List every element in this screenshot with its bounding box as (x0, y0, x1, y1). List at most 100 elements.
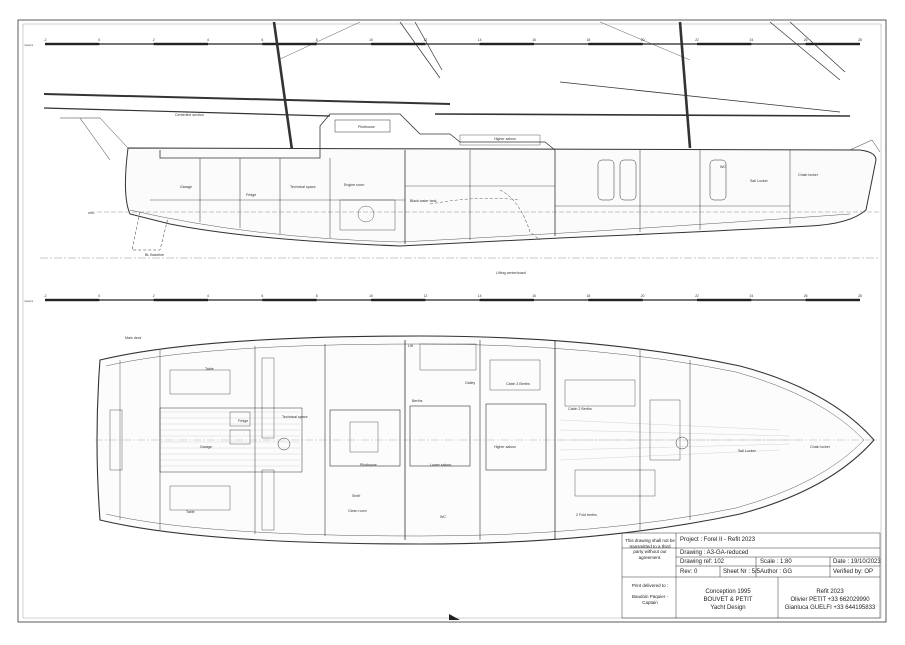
drawing-rev: Rev: 0 (680, 569, 698, 575)
label-pilothouse: Pilothouse (358, 125, 375, 129)
ruler-segment (45, 298, 100, 302)
ruler-segment (805, 298, 860, 302)
ruler-tick-label: 24 (749, 38, 753, 42)
side-profile (40, 21, 881, 259)
ruler-tick-label: 18 (586, 294, 590, 298)
ruler-segment (371, 42, 426, 46)
drawing-author: Author : GG (760, 569, 793, 575)
label-plan-galley: Galley (465, 381, 475, 385)
drawing-verified: Verified by: OP (833, 569, 874, 575)
sheet-frame (17, 19, 887, 623)
ruler-tick-label: 28 (858, 294, 862, 298)
studio-name: Yacht Design (710, 605, 746, 611)
title-block-frame (621, 532, 881, 619)
designer-name: BOUVET & PETIT (703, 597, 753, 603)
ruler-tick-label: 22 (695, 294, 699, 298)
refit-year: Refit 2023 (816, 589, 844, 595)
ruler-tick-label: 14 (478, 294, 482, 298)
conception-year: Conception 1995 (705, 589, 751, 595)
label-plan-clean-room: Clean room (348, 509, 367, 513)
ruler-segment (588, 42, 643, 46)
ruler-segment (479, 298, 534, 302)
label-technical-space: Technical space (290, 185, 316, 189)
label-garage: Garage (180, 185, 192, 189)
ruler-tick-label: -2 (43, 294, 46, 298)
ruler-tick-label: 8 (316, 294, 318, 298)
label-plan-pilothouse: Pilothouse (360, 463, 377, 467)
ruler-tick-label: 0 (98, 38, 100, 42)
ruler-segment (262, 42, 317, 46)
drawing-scale: Scale : 1:80 (760, 559, 792, 565)
label-plan-higher-saloon: Higher saloon (494, 445, 516, 449)
ruler-tick-label: 22 (695, 38, 699, 42)
label-fridge: Fridge (246, 193, 256, 197)
label-centerline: Centerline section (175, 113, 204, 117)
ruler-tick-label: 26 (804, 38, 808, 42)
ruler-tick-label: 4 (207, 38, 209, 42)
ruler-tick-label: 20 (641, 294, 645, 298)
main-mast (272, 21, 294, 151)
label-plan-cabin-3-berths: Cabin 3 Berths (506, 382, 530, 386)
ruler-top-unit: meters (24, 43, 34, 47)
ruler-tick-label: 26 (804, 294, 808, 298)
contact-gianluca: Gianluca GUELFI +33 644195833 (784, 605, 876, 611)
print-recipient: Baudoin Paquier - Captain (631, 594, 669, 605)
ruler-tick-label: 4 (207, 294, 209, 298)
label-plan-berths: Berths (412, 399, 423, 403)
label-higher-saloon: Higher saloon (494, 137, 516, 141)
ruler-segment (805, 42, 860, 46)
ruler-tick-label: 0 (98, 294, 100, 298)
ruler-tick-label: -2 (43, 38, 46, 42)
label-plan-lower-saloon: Lower saloon (430, 463, 451, 467)
ruler-tick-label: 18 (586, 38, 590, 42)
ruler-segment (153, 42, 208, 46)
label-plan-sail-locker: Sail Locker (738, 449, 757, 453)
ruler-segment (697, 298, 752, 302)
ruler-segment (371, 298, 426, 302)
drawing-name: Drawing : A3-GA-reduced (680, 550, 749, 556)
ruler-tick-label: 16 (532, 38, 536, 42)
label-plan-chain-locker: Chain locker (810, 445, 831, 449)
fore-mast (678, 21, 692, 149)
label-wc: WC (720, 165, 726, 169)
label-plan-garage: Garage (200, 445, 212, 449)
label-table-bottom: Table (186, 510, 195, 514)
label-baseline: BL Baseline (145, 253, 164, 257)
ruler-tick-label: 2 (153, 294, 155, 298)
ruler-tick-label: 24 (749, 294, 753, 298)
ruler-tick-label: 16 (532, 294, 536, 298)
label-main-deck: Main deck (125, 336, 142, 340)
label-plan-fridge: Fridge (238, 419, 248, 423)
ruler-tick-label: 10 (369, 294, 373, 298)
copyright-note: This drawing shall not be transmitted to… (625, 538, 675, 560)
ruler-segment (588, 298, 643, 302)
print-delivered-label: Print delivered to : (631, 583, 669, 588)
contact-olivier: Olivier PETIT +33 662029990 (790, 597, 870, 603)
drawing-date: Date : 19/10/2023 (833, 559, 881, 565)
ruler-segment (697, 42, 752, 46)
label-black-water-tank: Black water tank (410, 199, 437, 203)
label-sail-locker: Sail Locker (750, 179, 769, 183)
label-plan-cabin-2-berths: Cabin 2 Berths (568, 407, 592, 411)
label-plan-shelf: Shelf (352, 494, 360, 498)
label-table-top: Table (205, 367, 214, 371)
label-plan-technical-space: Technical space (282, 415, 308, 419)
ruler-tick-label: 6 (261, 294, 263, 298)
label-plan-lift: Lift (408, 344, 413, 348)
ruler-tick-label: 8 (316, 38, 318, 42)
ruler-tick-label: 14 (478, 38, 482, 42)
ruler-tick-label: 12 (423, 294, 427, 298)
north-arrow-icon (449, 614, 460, 620)
ruler-segment (153, 298, 208, 302)
deck-plan (95, 335, 880, 545)
label-chain-locker: Chain locker (798, 173, 819, 177)
project-title: Project : Forel II - Refit 2023 (680, 537, 756, 543)
ruler-segment (262, 298, 317, 302)
hull-profile (124, 147, 877, 247)
ruler-tick-label: 2 (153, 38, 155, 42)
label-engine-room: Engine room (344, 183, 364, 187)
